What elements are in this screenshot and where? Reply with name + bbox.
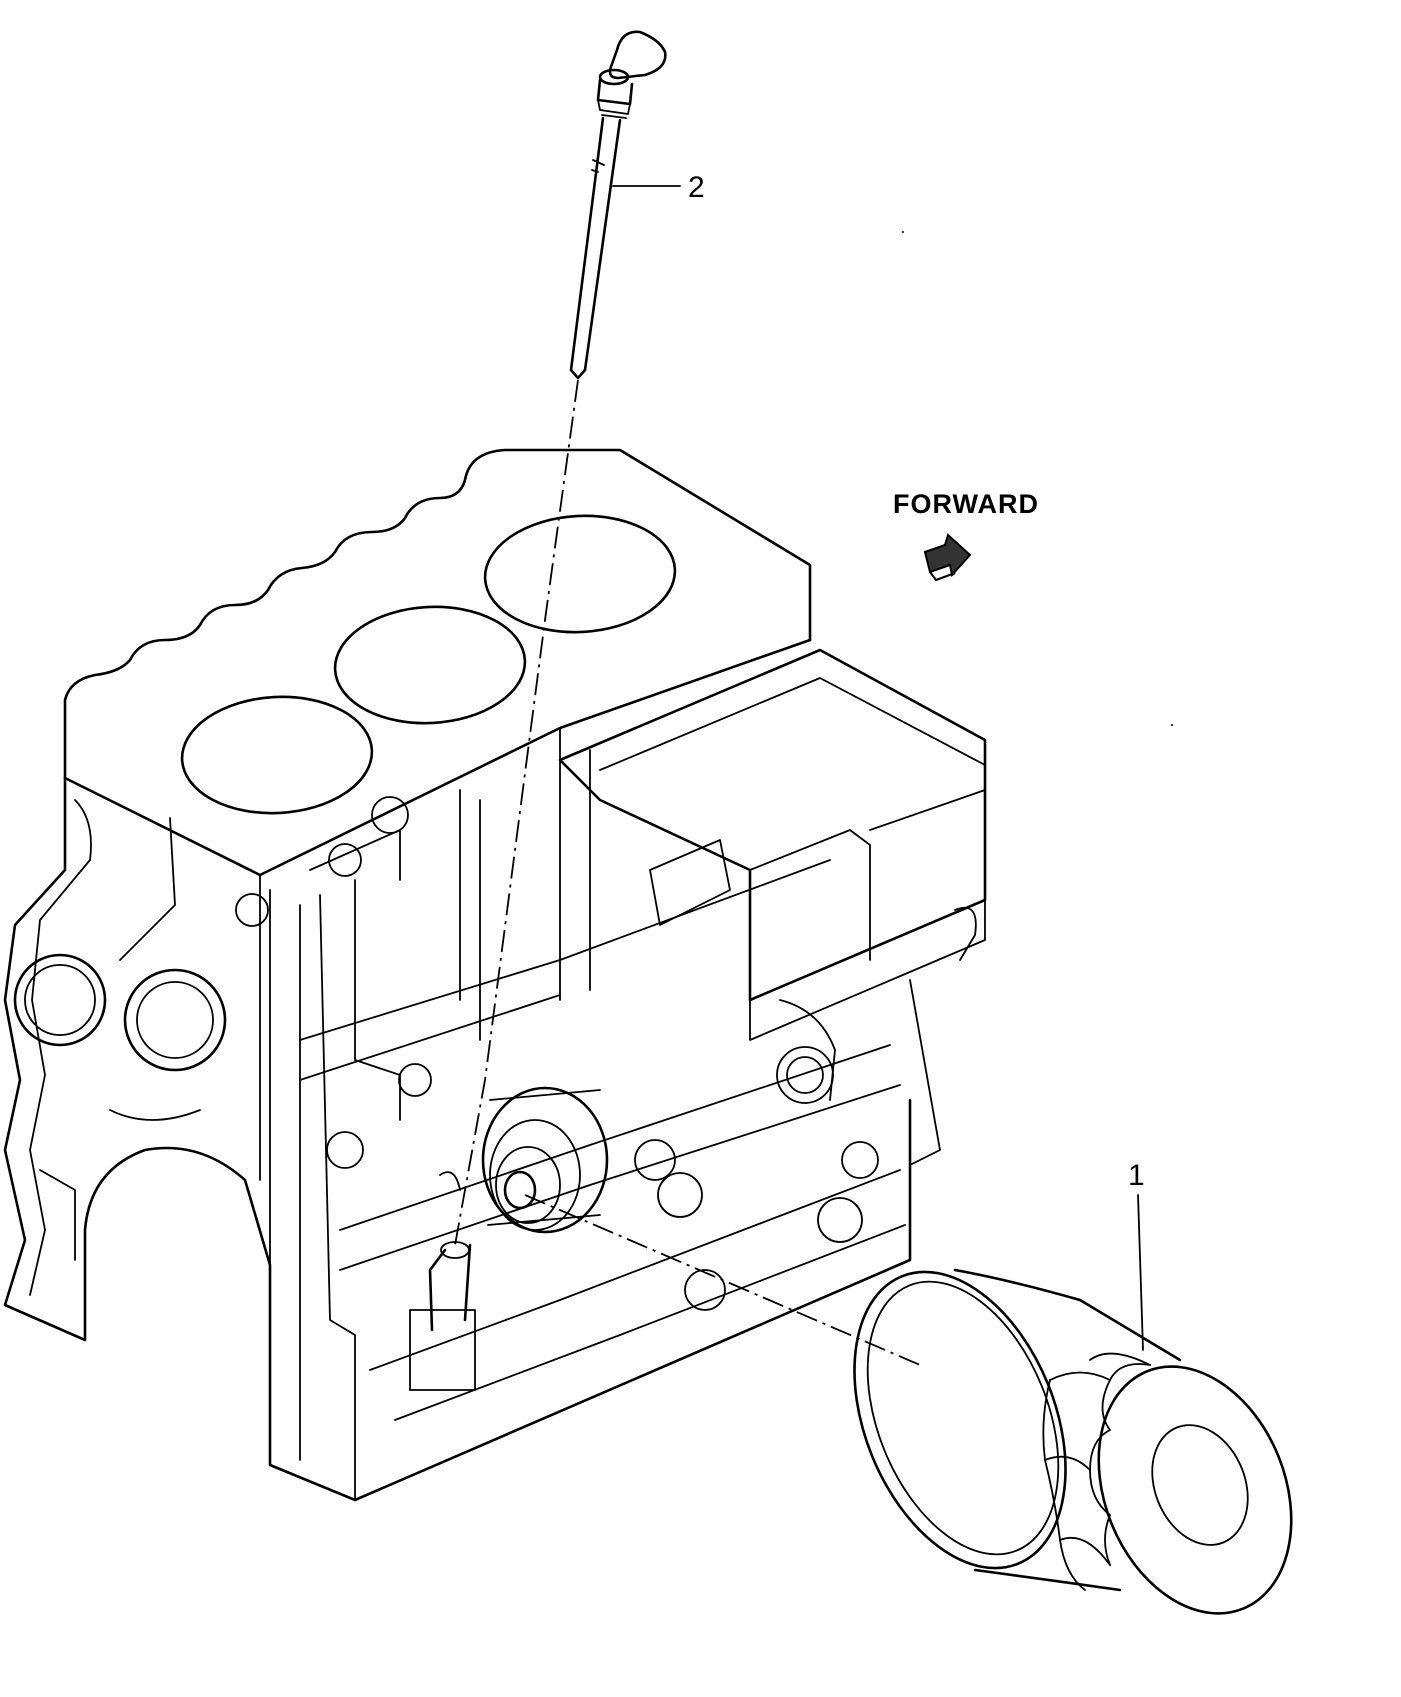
end-face-bore — [123, 968, 227, 1072]
oil-filter — [853, 1268, 1293, 1615]
dipstick-insertion-line — [454, 379, 579, 1246]
end-face-bore — [24, 964, 96, 1036]
filter-mounting-line — [524, 1194, 921, 1366]
cylinder-bore — [180, 695, 374, 815]
callout-1-label: 1 — [1128, 1159, 1145, 1192]
filter-mount — [481, 1086, 609, 1234]
end-face-bore — [136, 981, 214, 1059]
forward-indicator: FORWARD — [893, 489, 1039, 582]
engine-block — [3, 448, 987, 1502]
cylinder-bore — [483, 514, 677, 634]
forward-arrow-icon — [923, 533, 972, 582]
callout-1: 1 — [1128, 1159, 1145, 1351]
dipstick — [569, 30, 667, 380]
callout-2: 2 — [612, 171, 705, 204]
forward-label: FORWARD — [893, 489, 1039, 519]
end-face-bore — [13, 953, 107, 1047]
cylinder-bore — [333, 605, 527, 725]
callout-2-label: 2 — [688, 171, 705, 204]
